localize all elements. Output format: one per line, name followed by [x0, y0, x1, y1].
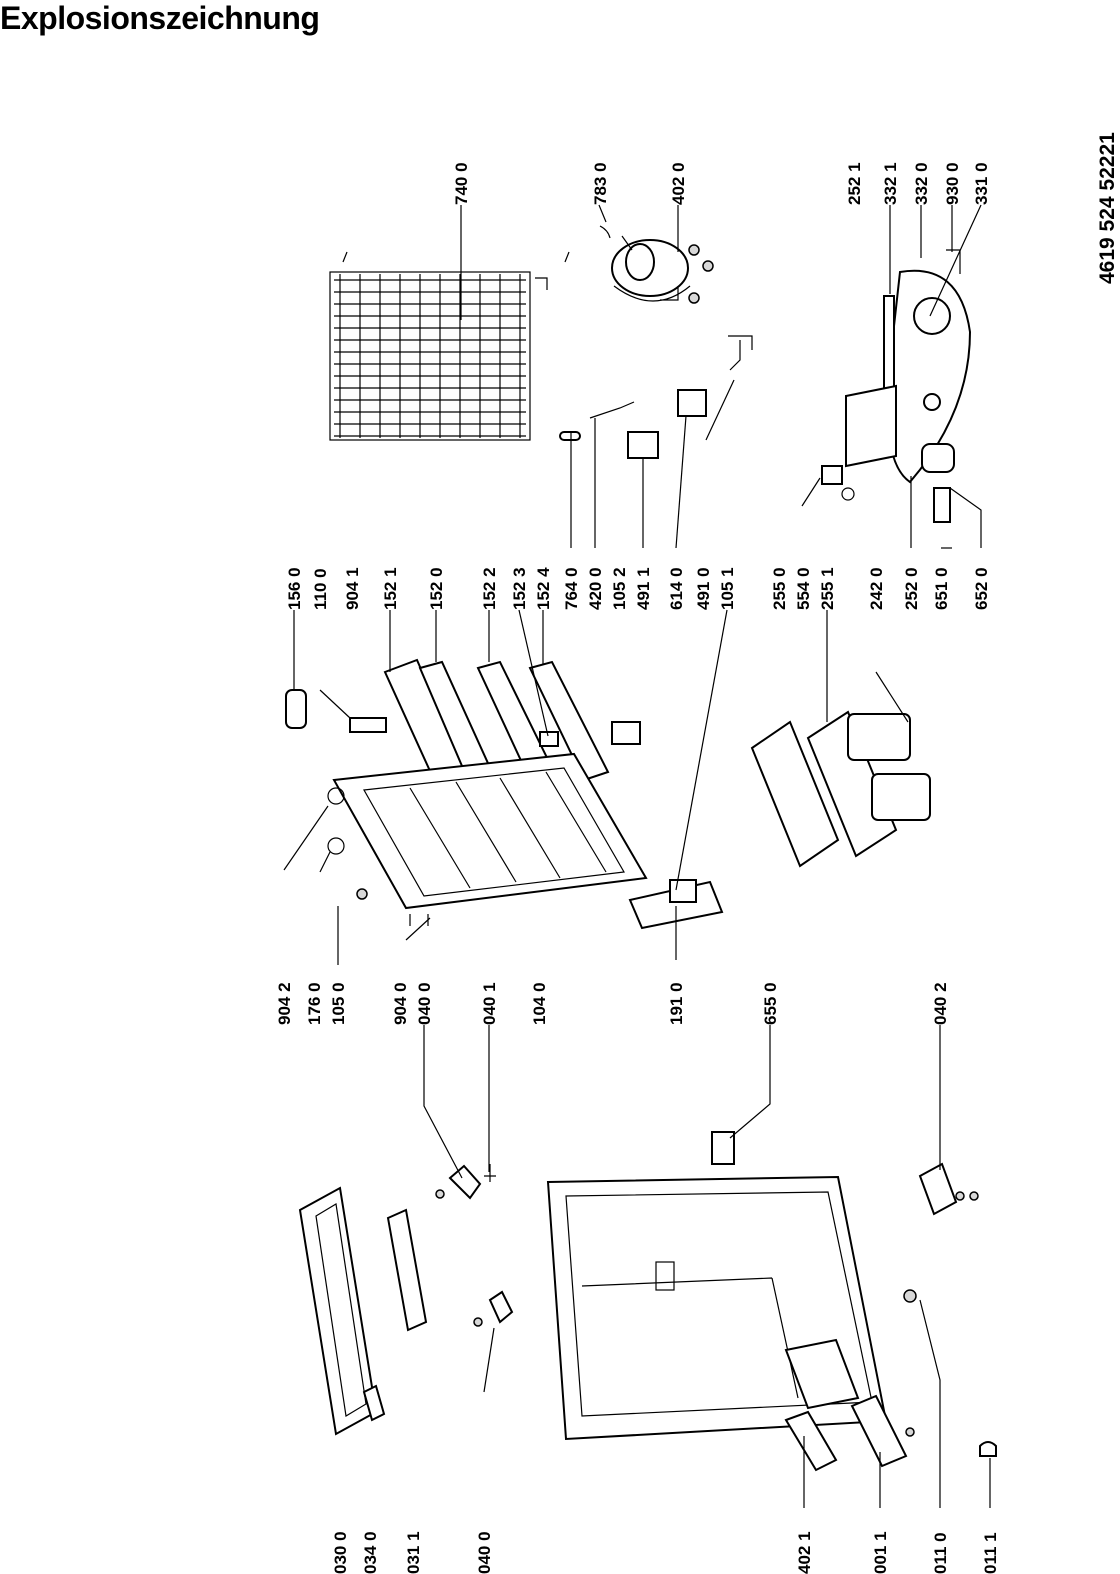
part-label: 252 0 — [902, 567, 921, 610]
part-label: 332 0 — [912, 162, 931, 205]
part-label: 152 0 — [427, 567, 446, 610]
cabinet — [546, 1175, 888, 1441]
part-label: 104 0 — [530, 982, 549, 1025]
part-label: 332 1 — [881, 162, 900, 205]
compressor — [599, 225, 714, 304]
condenser-coil — [329, 251, 570, 441]
part-label: 105 2 — [610, 567, 629, 610]
part-label: 040 2 — [931, 982, 950, 1025]
leader-lines — [283, 204, 991, 1508]
relay-and-thermostat — [559, 335, 753, 459]
part-label: 152 3 — [510, 567, 529, 610]
part-label: 904 0 — [391, 982, 410, 1025]
part-label: 930 0 — [943, 162, 962, 205]
evaporator-fan-assembly — [821, 249, 972, 523]
door-gasket-frame — [298, 1186, 428, 1436]
part-label: 156 0 — [285, 567, 304, 610]
part-label: 105 0 — [329, 982, 348, 1025]
hinges-and-handles — [435, 1131, 979, 1327]
part-label: 255 0 — [770, 567, 789, 610]
part-label: 110 0 — [311, 568, 330, 610]
door-inner-panel — [327, 752, 724, 930]
freezer-drawers-and-trays — [750, 710, 931, 868]
part-label: 105 1 — [718, 567, 737, 610]
part-label: 420 0 — [586, 567, 605, 610]
part-label: 255 1 — [818, 567, 837, 610]
part-label: 491 1 — [634, 567, 653, 610]
part-label: 152 2 — [480, 567, 499, 610]
part-label: 554 0 — [794, 567, 813, 610]
part-label: 152 1 — [381, 567, 400, 610]
part-label: 001 1 — [871, 1531, 890, 1574]
page-title: Explosionszeichnung — [0, 0, 320, 36]
part-label: 011 1 — [981, 1532, 1000, 1574]
part-label: 655 0 — [761, 982, 780, 1025]
part-labels: 740 0 783 0 402 0 252 1 332 1 332 0 930 … — [275, 132, 1119, 1574]
part-label: 242 0 — [867, 567, 886, 610]
part-label: 740 0 — [452, 162, 471, 205]
part-label: 904 1 — [343, 567, 362, 610]
part-label: 491 0 — [694, 567, 713, 610]
part-label: 904 2 — [275, 982, 294, 1025]
part-label: 402 0 — [669, 162, 688, 205]
document-number: 4619 524 52221 — [1096, 132, 1119, 284]
part-label: 252 1 — [845, 162, 864, 205]
part-label: 040 0 — [475, 1531, 494, 1574]
part-label: 011 0 — [931, 1532, 950, 1574]
part-label: 331 0 — [972, 162, 991, 205]
part-label: 402 1 — [795, 1531, 814, 1574]
part-label: 031 1 — [404, 1531, 423, 1574]
door-shelves — [285, 658, 641, 784]
part-label: 152 4 — [534, 567, 553, 610]
part-label: 783 0 — [591, 162, 610, 205]
part-label: 030 0 — [331, 1531, 350, 1574]
part-label: 651 0 — [932, 567, 951, 610]
part-label: 764 0 — [562, 567, 581, 610]
part-label: 652 0 — [972, 567, 991, 610]
part-label: 191 0 — [667, 982, 686, 1025]
part-label: 034 0 — [361, 1531, 380, 1574]
part-label: 040 1 — [480, 982, 499, 1025]
part-label: 040 0 — [415, 982, 434, 1025]
part-label: 614 0 — [667, 567, 686, 610]
part-label: 176 0 — [305, 982, 324, 1025]
base-and-feet — [784, 1289, 997, 1472]
